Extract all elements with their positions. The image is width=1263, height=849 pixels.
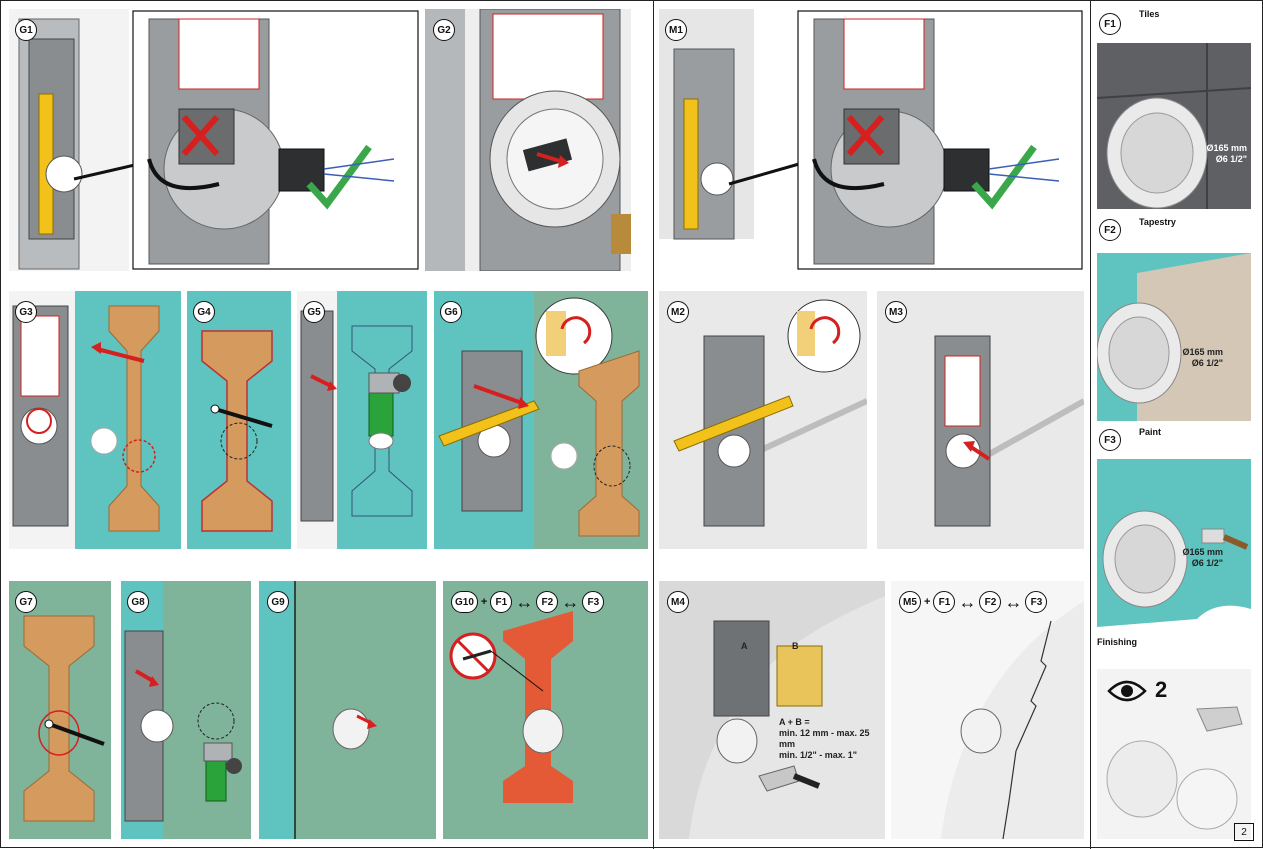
step-badge: G2: [433, 19, 455, 41]
step-badge: F1: [490, 591, 513, 613]
step-badge: M4: [667, 591, 689, 613]
column-divider: [1090, 1, 1091, 849]
step-badge: G6: [440, 301, 462, 323]
step-badge: F1: [1099, 13, 1121, 35]
g5-illustration: [297, 291, 427, 549]
step-badge: F2: [536, 591, 559, 613]
page-number: 2: [1234, 823, 1254, 841]
step-badge: M5: [899, 591, 921, 613]
dimension-a: A: [741, 641, 748, 651]
f2-illustration: [1097, 253, 1251, 421]
finish-title-tiles: Tiles: [1139, 9, 1160, 19]
step-badge: M1: [665, 19, 687, 41]
step-badge: G1: [15, 19, 37, 41]
plus-sign: +: [480, 596, 488, 608]
m3-illustration: [877, 291, 1084, 549]
step-badge: F2: [1099, 219, 1121, 241]
g9-illustration: [259, 581, 436, 839]
panel-g2: G2: [425, 9, 631, 271]
panel-m4: M4 A B A + B = min. 12 mm - max. 25 mm m…: [659, 581, 885, 839]
panel-g5: G5: [297, 291, 427, 549]
m2-illustration: [659, 291, 867, 549]
panel-g7: G7: [9, 581, 111, 839]
panel-g10: G10 + F1 ↔ F2 ↔ F3: [443, 581, 648, 839]
dimension-label: Ø165 mm Ø6 1/2": [1206, 143, 1247, 165]
step-badge: G10: [451, 591, 478, 613]
step-badge: F1: [933, 591, 956, 613]
panel-m3: M3: [877, 291, 1084, 549]
step-badge: F3: [1025, 591, 1048, 613]
note-line: A + B =: [779, 717, 810, 727]
double-arrow-icon: ↔: [515, 592, 534, 612]
double-arrow-icon: ↔: [561, 592, 580, 612]
panel-f1: Ø165 mm Ø6 1/2": [1097, 43, 1251, 209]
panel-finishing: 2: [1097, 669, 1251, 839]
f3-illustration: [1097, 459, 1251, 627]
g3-illustration: [9, 291, 181, 549]
g6-illustration: [434, 291, 648, 549]
m1-illustration: [659, 9, 1083, 270]
step-badge: G3: [15, 301, 37, 323]
step-badge: M2: [667, 301, 689, 323]
panel-g8: G8: [121, 581, 251, 839]
column-divider: [653, 1, 654, 849]
m4-illustration: [659, 581, 885, 839]
step-badge: G4: [193, 301, 215, 323]
step-sequence: G10 + F1 ↔ F2 ↔ F3: [451, 591, 605, 613]
dimension-mm: Ø165 mm: [1182, 547, 1223, 557]
step-sequence: M5 + F1 ↔ F2 ↔ F3: [899, 591, 1048, 613]
step-badge: G9: [267, 591, 289, 613]
g10-illustration: [443, 581, 648, 839]
finishing-count: 2: [1155, 677, 1168, 702]
panel-g3: G3: [9, 291, 181, 549]
step-badge: G8: [127, 591, 149, 613]
finish-title-tapestry: Tapestry: [1139, 217, 1176, 227]
panel-f2: Ø165 mm Ø6 1/2": [1097, 253, 1251, 421]
panel-m1: M1: [659, 9, 1083, 271]
note-line: min. 1/2" - max. 1": [779, 750, 858, 760]
step-badge: M3: [885, 301, 907, 323]
dimension-label: Ø165 mm Ø6 1/2": [1182, 347, 1223, 369]
dimension-in: Ø6 1/2": [1191, 358, 1223, 368]
panel-g4: G4: [187, 291, 291, 549]
panel-g6: G6: [434, 291, 648, 549]
g1-illustration: [9, 9, 419, 271]
step-badge: G7: [15, 591, 37, 613]
f1-illustration: [1097, 43, 1251, 209]
dimension-in: Ø6 1/2": [1191, 558, 1223, 568]
dimension-label: Ø165 mm Ø6 1/2": [1182, 547, 1223, 569]
g2-illustration: [425, 9, 631, 271]
eye-icon: [1107, 680, 1147, 702]
finishing-title: Finishing: [1097, 637, 1137, 647]
step-badge: F3: [1099, 429, 1121, 451]
panel-m5: M5 + F1 ↔ F2 ↔ F3: [891, 581, 1084, 839]
dimension-mm: Ø165 mm: [1182, 347, 1223, 357]
double-arrow-icon: ↔: [1004, 592, 1023, 612]
panel-m2: M2: [659, 291, 867, 549]
panel-g9: G9: [259, 581, 436, 839]
step-badge: F3: [582, 591, 605, 613]
step-badge: F2: [979, 591, 1002, 613]
plus-sign: +: [924, 596, 931, 608]
finishing-illustration: [1097, 669, 1251, 839]
dimension-b: B: [792, 641, 799, 651]
g8-illustration: [121, 581, 251, 839]
dimension-mm: Ø165 mm: [1206, 143, 1247, 153]
note-line: min. 12 mm - max. 25 mm: [779, 728, 870, 749]
dimension-in: Ø6 1/2": [1215, 154, 1247, 164]
thickness-note: A + B = min. 12 mm - max. 25 mm min. 1/2…: [779, 717, 885, 761]
panel-f3: Ø165 mm Ø6 1/2": [1097, 459, 1251, 627]
m5-illustration: [891, 581, 1084, 839]
g7-illustration: [9, 581, 111, 839]
step-badge: G5: [303, 301, 325, 323]
finish-title-paint: Paint: [1139, 427, 1162, 437]
panel-g1: G1: [9, 9, 419, 271]
g4-illustration: [187, 291, 291, 549]
double-arrow-icon: ↔: [958, 592, 977, 612]
